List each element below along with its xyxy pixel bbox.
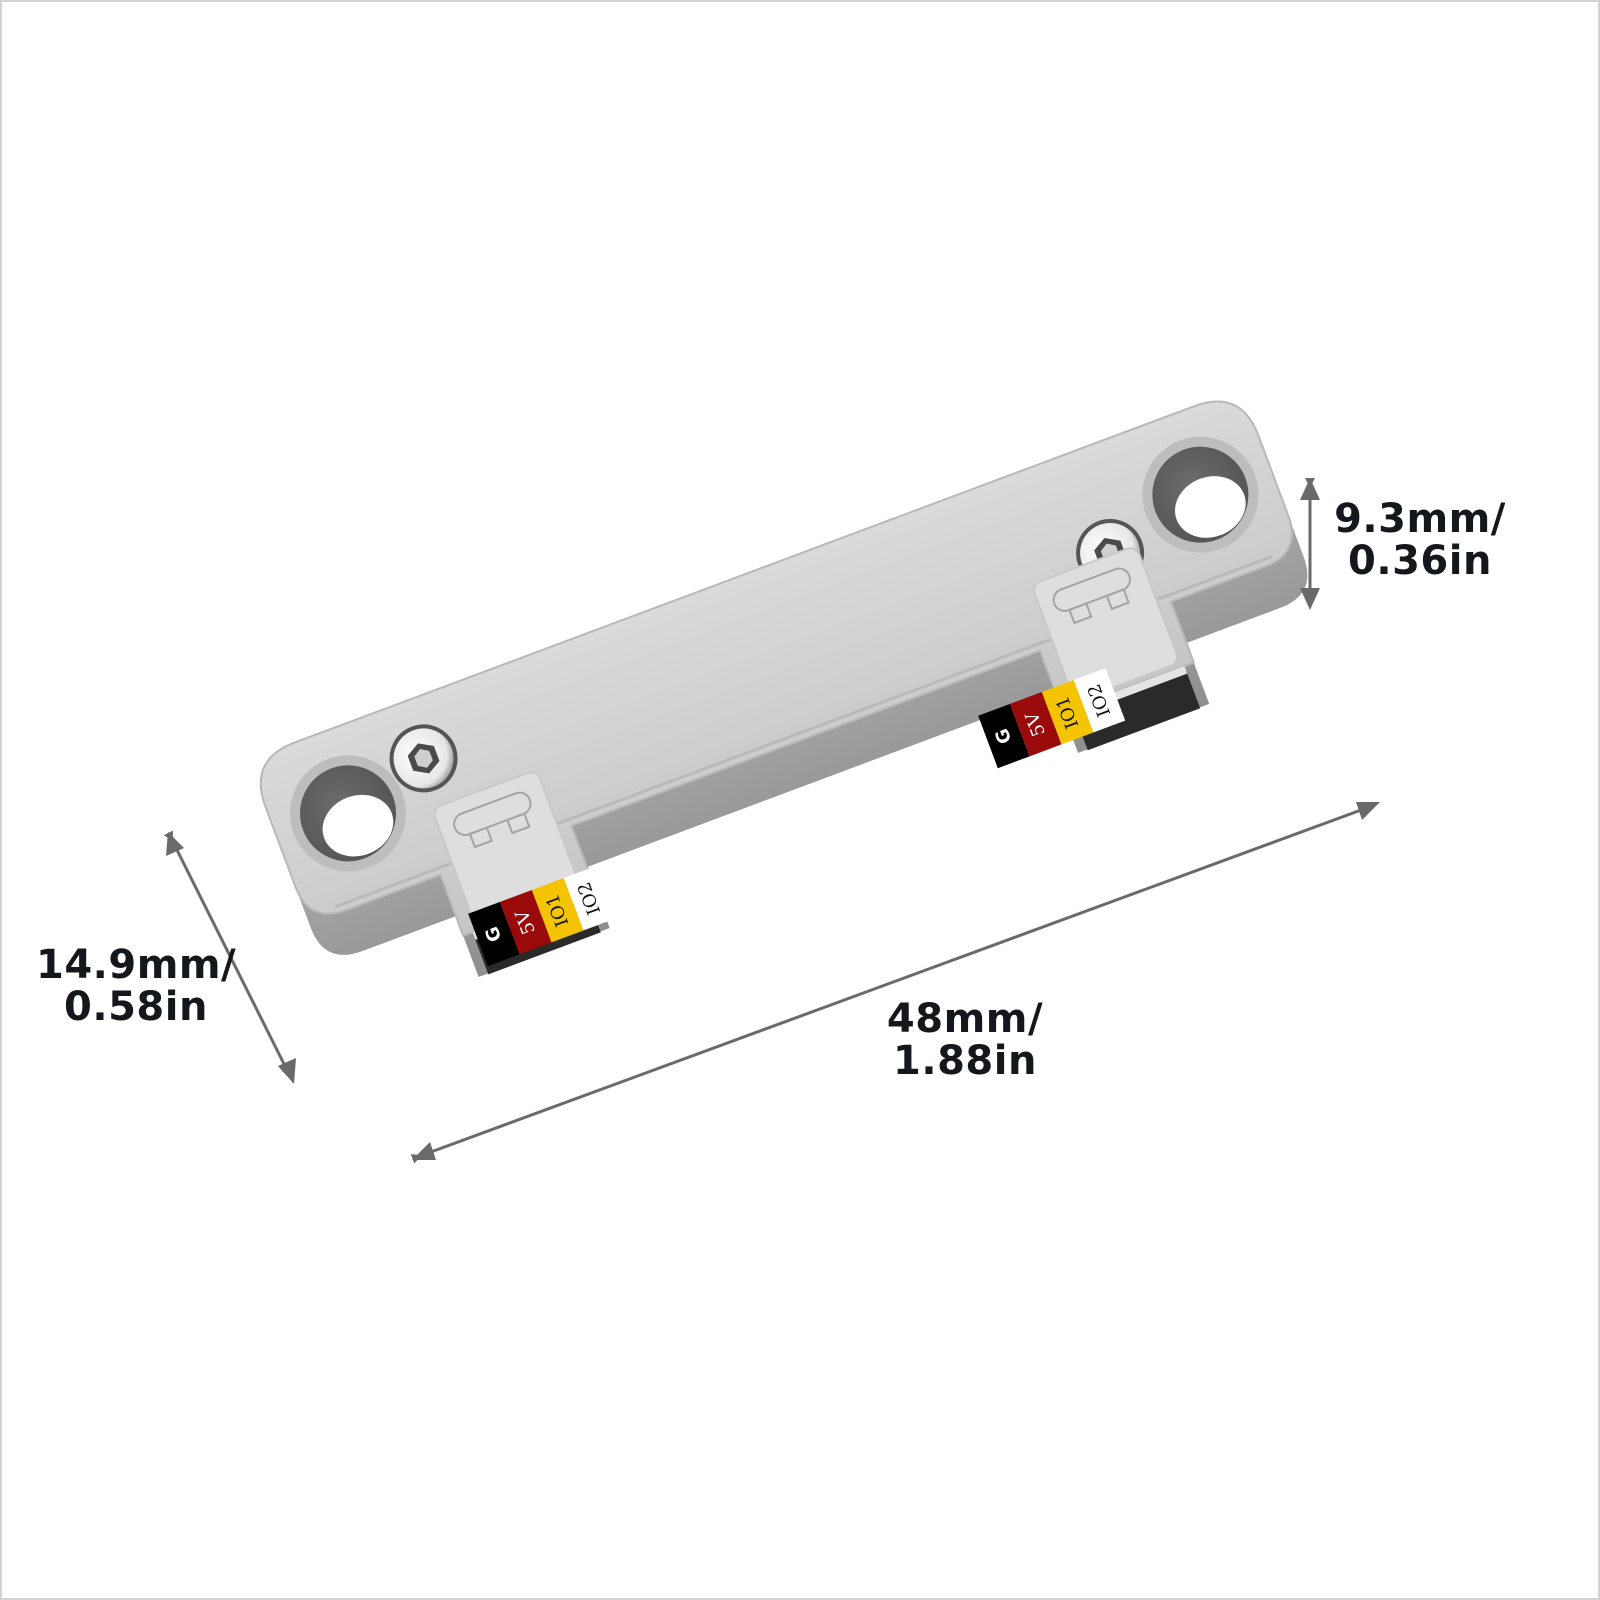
pin-io2 <box>1073 668 1126 733</box>
depth-in: 0.58in <box>64 984 208 1030</box>
mounting-hole-icon <box>1142 436 1259 553</box>
mounting-hole-icon <box>290 755 407 872</box>
length-mm: 48mm/ <box>886 996 1044 1042</box>
depth-dimension-label: 14.9mm/ 0.58in <box>36 944 236 1028</box>
depth-arrow-icon <box>163 830 292 1078</box>
hex-screw-icon <box>389 724 458 793</box>
pin-label: G <box>992 725 1017 746</box>
length-dimension-label: 48mm/ 1.88in <box>880 998 1050 1082</box>
bracket-body <box>259 400 1308 977</box>
pin-g <box>978 703 1030 769</box>
connector-diagram-icon <box>1052 567 1131 625</box>
depth-mm: 14.9mm/ <box>36 942 237 988</box>
length-in: 1.88in <box>893 1038 1037 1084</box>
height-in: 0.36in <box>1348 538 1492 584</box>
length-arrow-icon <box>410 804 1374 1164</box>
pin-io1 <box>1041 680 1094 745</box>
height-mm: 9.3mm/ <box>1334 496 1506 542</box>
pin-5v <box>1010 691 1062 757</box>
right-pin-labels: G 5V IO1 IO2 <box>978 668 1126 769</box>
height-dimension-label: 9.3mm/ 0.36in <box>1330 498 1510 582</box>
right-port-connector <box>1033 547 1201 751</box>
